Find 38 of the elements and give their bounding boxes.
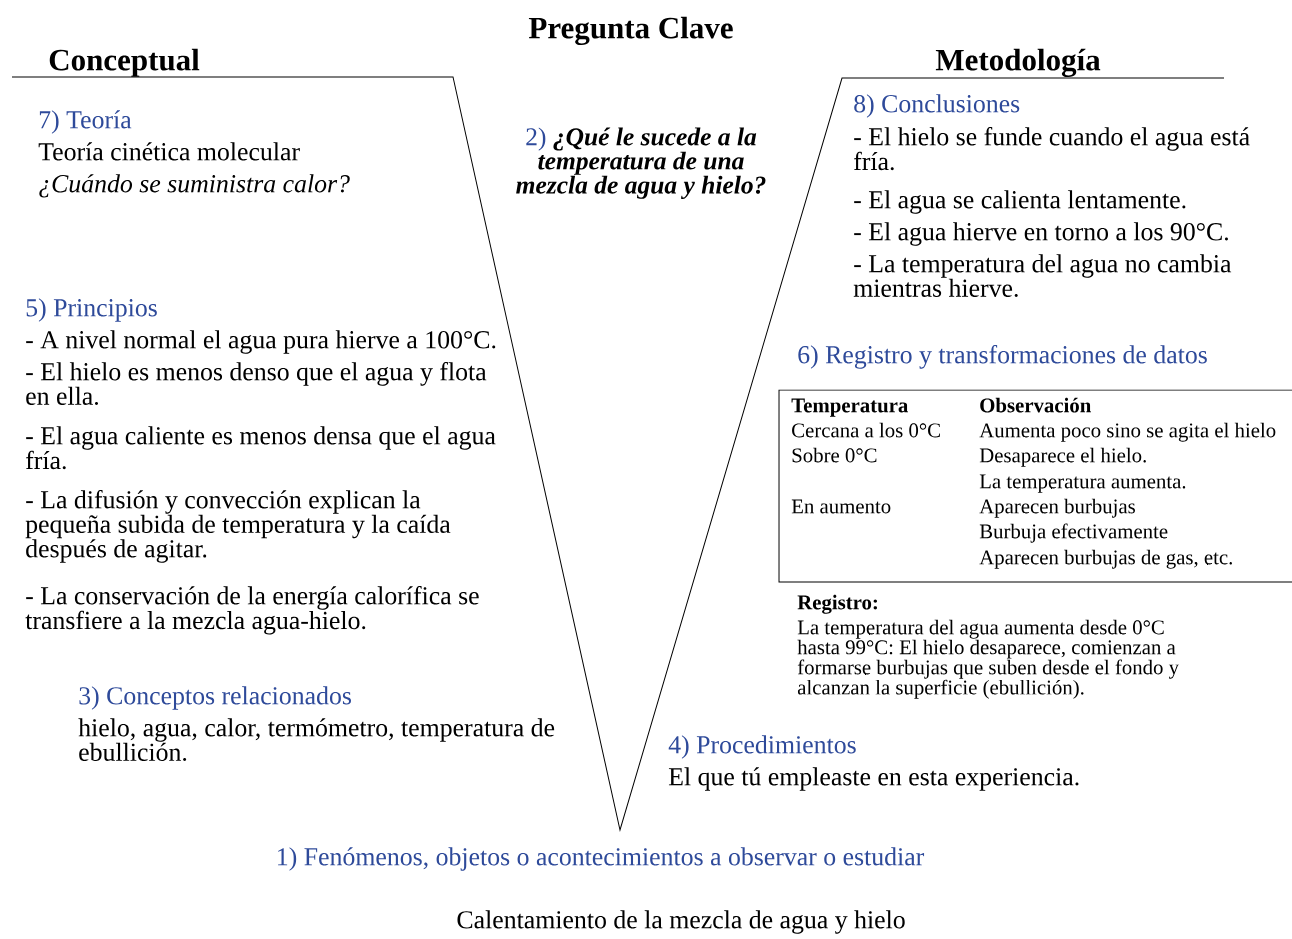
- list-item: - La temperatura del agua no cambia mientras hierve.: [853, 254, 1232, 298]
- list-item: - El hielo se funde cuando el agua está fría.: [854, 127, 1250, 171]
- table-cell: Cercana a los 0°C: [792, 422, 940, 438]
- section-heading: 7) Teoría: [39, 110, 132, 134]
- table-cell: Burbuja efectivamente: [979, 523, 1168, 543]
- table-header: Observación: [980, 397, 1091, 413]
- list-item: - El agua se calienta lentamente.: [854, 190, 1186, 214]
- note-heading: Registro:: [797, 594, 877, 614]
- column-heading: Conceptual: [49, 48, 200, 77]
- body-text: Teoría cinética molecular: [38, 142, 300, 161]
- paragraph: La temperatura del agua aumenta desde 0°C hasta 99°C: El hielo desaparece, comienzan a formarse burbujas que suben desde el fondo y alcanzan la superficie (ebullición).: [797, 619, 1179, 699]
- list-item: - El agua hierve en torno a los 90°C.: [854, 222, 1228, 246]
- body-text: El que tú empleaste en esta experiencia.: [668, 767, 1079, 791]
- title-text: Pregunta Clave: [528, 16, 733, 46]
- list-item: - La conservación de la energía calorífica se transfiere a la mezcla agua-hielo.: [25, 586, 479, 635]
- table-cell: En aumento: [791, 499, 891, 514]
- table-cell: Aumenta poco sino se agita el hielo: [979, 422, 1276, 442]
- table-cell: Sobre 0°C: [792, 447, 877, 463]
- table-cell: Aparecen burbujas de gas, etc.: [979, 549, 1232, 569]
- table-cell: La temperatura aumenta.: [979, 474, 1186, 493]
- column-heading: Metodología: [935, 48, 1101, 78]
- list-item: - A nivel normal el agua pura hierve a 100°C.: [26, 330, 496, 354]
- table-cell: Desaparece el hielo.: [979, 447, 1146, 467]
- question-text: 2) ¿Qué le sucede a la temperatura de una mezcla de agua y hielo?: [516, 127, 766, 199]
- question-text: ¿Cuándo se suministra calor?: [39, 174, 350, 198]
- section-heading: 3) Conceptos relacionados: [79, 686, 351, 710]
- section-heading: 4) Procedimientos: [668, 735, 856, 759]
- list-item: - La difusión y convección explican la pequeña subida de temperatura y la caída después de agitar.: [25, 490, 451, 563]
- body-text: hielo, agua, calor, termómetro, temperatura de ebullición.: [78, 718, 555, 762]
- table-header: Temperatura: [791, 398, 908, 417]
- body-text: Calentamiento de la mezcla de agua y hielo: [457, 910, 905, 934]
- table-cell: Aparecen burbujas: [979, 498, 1135, 518]
- section-heading: 5) Principios: [26, 298, 157, 322]
- list-item: - El agua caliente es menos densa que el agua fría.: [26, 426, 496, 470]
- section-heading: 6) Registro y transformaciones de datos: [798, 345, 1207, 369]
- list-item: - El hielo es menos denso que el agua y flota en ella.: [26, 362, 487, 406]
- section-heading: 1) Fenómenos, objetos o acontecimientos a observar o estudiar: [278, 847, 925, 871]
- section-heading: 8) Conclusiones: [854, 94, 1020, 118]
